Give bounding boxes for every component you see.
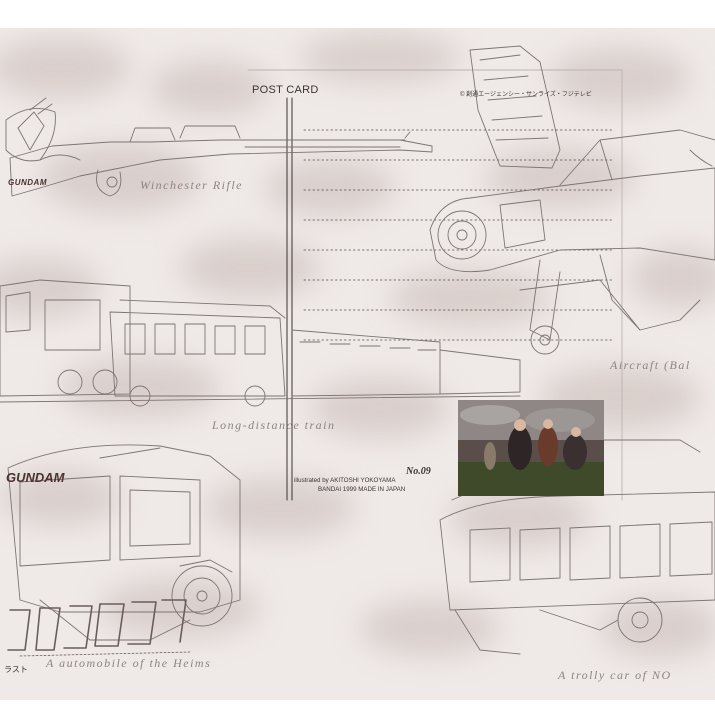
logo-subtext: ラスト [4, 665, 28, 674]
caption-automobile: A automobile of the Heims [46, 656, 212, 670]
logo-top: GUNDAM [8, 178, 47, 187]
postcard-title: POST CARD [252, 84, 319, 96]
automobile-drawing [7, 444, 241, 641]
address-lines [303, 129, 613, 341]
cloud-texture [0, 33, 715, 658]
logo-middle: GUNDAM [6, 470, 65, 485]
postcard-frame [247, 69, 623, 501]
logo-strokes [7, 599, 191, 657]
emblem-top [5, 97, 56, 162]
caption-aircraft: Aircraft (Bal [610, 358, 691, 372]
illustrator-credit: illustrated by AKITOSHI YOKOYAMA [294, 477, 396, 484]
rifle-drawing [9, 125, 433, 197]
manufacturer-credit: BANDAI 1999 MADE IN JAPAN [318, 486, 406, 493]
caption-rifle: Winchester Rifle [140, 178, 243, 192]
aircraft-drawing [429, 45, 715, 355]
card-number: No.09 [406, 466, 431, 477]
copyright-text: © 創通エージェンシー・サンライズ・フジテレビ [460, 92, 592, 98]
train-drawing [0, 279, 521, 407]
caption-train: Long-distance train [212, 418, 336, 432]
illustration-thumbnail [458, 400, 604, 496]
caption-trolley: A trolly car of NO [558, 668, 672, 682]
